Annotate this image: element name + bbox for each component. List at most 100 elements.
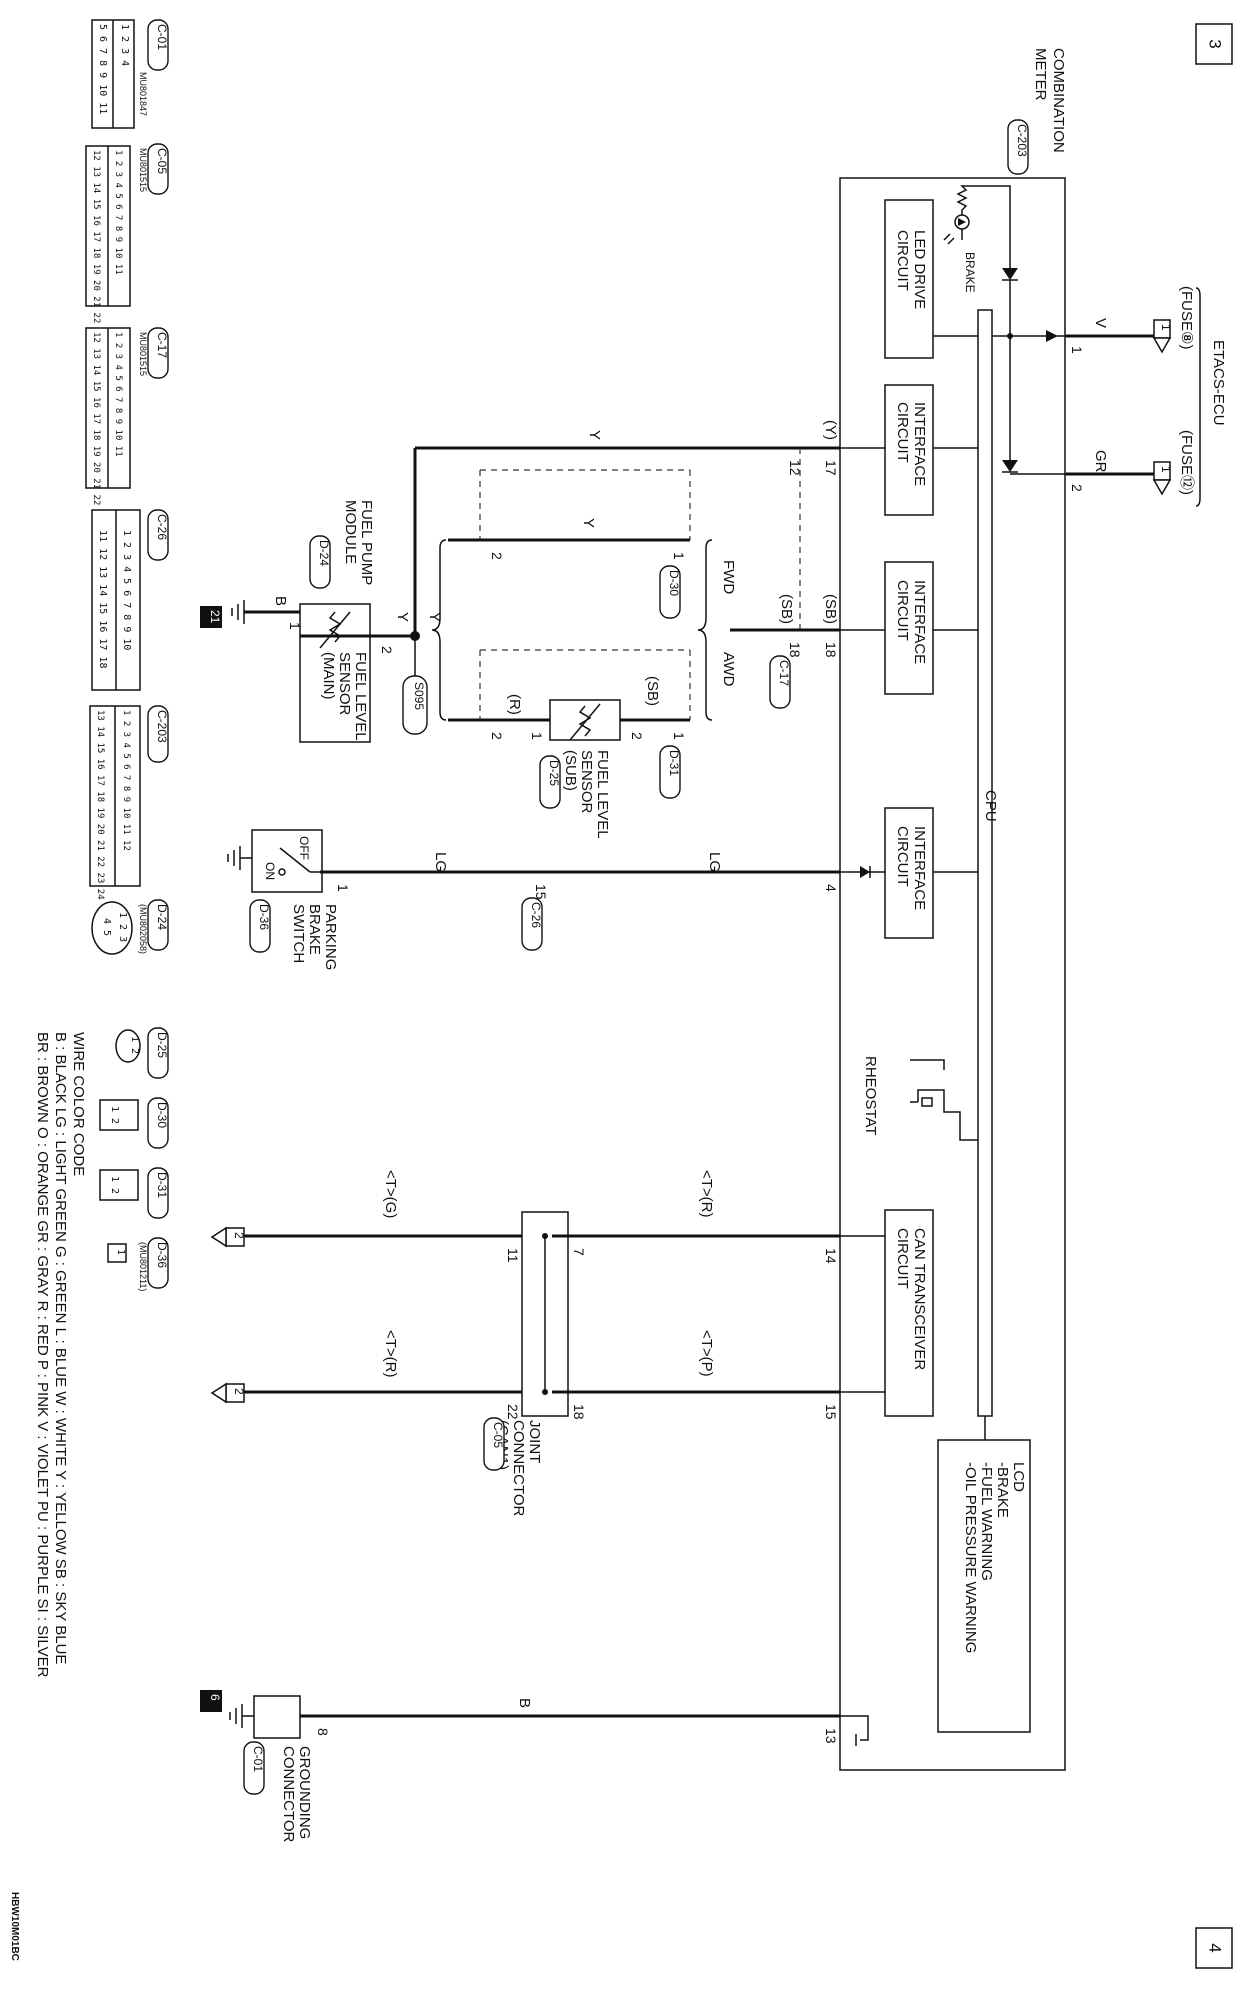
parking-2: BRAKE bbox=[306, 904, 323, 955]
ground-2: CONNECTOR bbox=[280, 1746, 297, 1843]
fls-main-1: FUEL LEVEL bbox=[352, 652, 369, 741]
c17-title: C-17 bbox=[155, 332, 169, 358]
c05-pins-bot: 12 13 14 15 16 17 18 19 20 21 22 bbox=[91, 150, 101, 323]
interface-3-text-2: CIRCUIT bbox=[894, 826, 911, 887]
c05-part: MU801515 bbox=[138, 148, 148, 192]
s095-tag: S095 bbox=[412, 682, 426, 710]
connector-d31: D-31 1 2 bbox=[99, 1167, 169, 1219]
rheostat-label: RHEOSTAT bbox=[862, 1056, 879, 1135]
cpu-label: CPU bbox=[982, 790, 999, 822]
c203-pins-bot: 13 14 15 16 17 18 19 20 21 22 23 24 bbox=[95, 710, 105, 900]
connector-c05: C-05 MU801515 1 2 3 4 5 6 7 8 9 10 11 12… bbox=[85, 143, 169, 323]
fuel-pump-1: FUEL PUMP bbox=[358, 500, 375, 585]
can-tag-2: 2 bbox=[232, 1388, 246, 1395]
fls-sub-1: FUEL LEVEL bbox=[594, 750, 611, 839]
lcd-text-3: -FUEL WARNING bbox=[978, 1462, 995, 1581]
wire-can-l-label: <T>(P) bbox=[698, 1330, 715, 1377]
wire-y-main-label-2: Y bbox=[394, 612, 411, 622]
brake-led-label: BRAKE bbox=[963, 252, 977, 293]
wire-sb-label-2: (SB) bbox=[778, 594, 795, 624]
combination-meter-title-1: COMBINATION bbox=[1050, 48, 1067, 153]
pin-2-gr: 2 bbox=[1069, 484, 1085, 492]
wire-r-awd-label: (R) bbox=[506, 694, 523, 715]
interface-3-text-1: INTERFACE bbox=[911, 826, 928, 910]
etacs-tag-1: 1 bbox=[1159, 324, 1173, 331]
wire-lg-label-1: LG bbox=[706, 852, 723, 872]
pin-1-d30: 1 bbox=[671, 552, 687, 560]
legend-row-1: B : BLACK LG : LIGHT GREEN G : GREEN L :… bbox=[52, 1032, 69, 1664]
switch-on: ON bbox=[263, 862, 277, 880]
c05-joint-tag: C-05 bbox=[491, 1422, 505, 1448]
pin-2-d24: 2 bbox=[379, 646, 395, 654]
fls-main-2: SENSOR bbox=[336, 652, 353, 716]
wire-b-ground-label: B bbox=[516, 1698, 533, 1708]
pin-18-joint: 18 bbox=[571, 1404, 587, 1420]
page-number-bottom: 4 bbox=[1195, 1927, 1233, 1969]
can-tag-1: 2 bbox=[232, 1232, 246, 1239]
parking-1: PARKING bbox=[322, 904, 339, 970]
page-number-top-text: 3 bbox=[1206, 39, 1225, 48]
pin-15-meter: 15 bbox=[823, 1404, 839, 1420]
wire-can-h-out-label: <T>(G) bbox=[382, 1170, 399, 1218]
c203-pins-top: 1 2 3 4 5 6 7 8 9 10 11 12 bbox=[121, 710, 131, 851]
pin-7: 7 bbox=[571, 1248, 587, 1256]
d24-connector-tag: D-24 bbox=[317, 540, 331, 566]
joint-connector: JOINT CONNECTOR (CAN1) C-05 bbox=[483, 1211, 569, 1517]
lcd-text-1: LCD bbox=[1010, 1462, 1027, 1492]
c26-title: C-26 bbox=[155, 514, 169, 540]
fls-main-3: (MAIN) bbox=[320, 652, 337, 700]
legend-row-2: BR : BROWN O : ORANGE GR : GRAY R : RED … bbox=[34, 1032, 51, 1678]
ref-21: 21 bbox=[208, 610, 222, 624]
combination-meter-title: COMBINATION METER C-203 bbox=[1007, 48, 1067, 175]
connector-c203: C-203 1 2 3 4 5 6 7 8 9 10 11 12 13 14 1… bbox=[89, 705, 169, 900]
pin-2-d31: 2 bbox=[629, 732, 645, 740]
pin-15-c26: 15 bbox=[533, 884, 549, 900]
pin-18-c17: 18 bbox=[787, 642, 803, 658]
wire-sb-label-1: (SB) bbox=[822, 594, 839, 624]
pin-1-d24: 1 bbox=[287, 622, 303, 630]
pin-13: 13 bbox=[823, 1728, 839, 1744]
etacs-tag-2: 1 bbox=[1159, 466, 1173, 473]
pin-1-d31: 1 bbox=[671, 732, 687, 740]
c26-pins-bot: 11 12 13 14 15 16 17 18 bbox=[97, 530, 108, 668]
interface-2-text-1: INTERFACE bbox=[911, 580, 928, 664]
fuel-pump-module: S095 Y Y 2 FUEL LEVEL SENSOR (MAIN) FUEL… bbox=[200, 500, 443, 743]
c17-pins-top: 1 2 3 4 5 6 7 8 9 10 11 bbox=[113, 332, 123, 457]
fuse-8: (FUSE⑧) bbox=[1178, 286, 1195, 349]
wire-y-fwd-label: Y bbox=[580, 518, 597, 528]
d36-pins: 1 bbox=[115, 1249, 126, 1255]
awd-label: AWD bbox=[720, 652, 737, 687]
interface-1-text-1: INTERFACE bbox=[911, 402, 928, 486]
d30-pins: 1 2 bbox=[109, 1106, 120, 1124]
pin-2-d25: 2 bbox=[489, 732, 505, 740]
c05-title: C-05 bbox=[155, 148, 169, 174]
brake-led: BRAKE bbox=[943, 185, 1011, 293]
interface-circuit-2: INTERFACE CIRCUIT bbox=[884, 561, 978, 695]
d24-pins-b: 4 5 bbox=[101, 918, 112, 936]
joint-1: JOINT bbox=[526, 1420, 543, 1463]
fuel-pump-2: MODULE bbox=[342, 500, 359, 564]
c17-connector-tag: C-17 bbox=[777, 660, 791, 686]
parking-brake-switch: OFF ON 1 PARKING BRAKE SWITCH D-36 bbox=[227, 829, 351, 970]
can-text-1: CAN TRANSCEIVER bbox=[911, 1228, 928, 1370]
c05-pins-top: 1 2 3 4 5 6 7 8 9 10 11 bbox=[113, 150, 123, 275]
diode-brake bbox=[1002, 240, 1018, 336]
wire-gr-label: GR bbox=[1092, 450, 1109, 473]
wire-color-legend: WIRE COLOR CODE B : BLACK LG : LIGHT GRE… bbox=[34, 1032, 87, 1678]
pin-1-d36: 1 bbox=[335, 884, 351, 892]
wire-y-top-label: Y bbox=[586, 430, 603, 440]
d30-connector-tag: D-30 bbox=[667, 570, 681, 596]
pin-11: 11 bbox=[505, 1248, 521, 1263]
pin-1-v: 1 bbox=[1069, 346, 1085, 354]
c01-title: C-01 bbox=[155, 24, 169, 50]
led-drive-text-1: LED DRIVE bbox=[911, 230, 928, 309]
legend-title: WIRE COLOR CODE bbox=[70, 1032, 87, 1176]
c01-pins-bot: 5 6 7 8 9 10 11 bbox=[97, 24, 108, 114]
pin-14: 14 bbox=[823, 1248, 839, 1264]
connector-c26: C-26 1 2 3 4 5 6 7 8 9 10 11 12 13 14 15… bbox=[91, 509, 169, 691]
c203-title: C-203 bbox=[155, 710, 169, 743]
led-drive-circuit: LED DRIVE CIRCUIT bbox=[884, 199, 978, 359]
pin-18-meter: 18 bbox=[823, 642, 839, 658]
interface-1-text-2: CIRCUIT bbox=[894, 402, 911, 463]
